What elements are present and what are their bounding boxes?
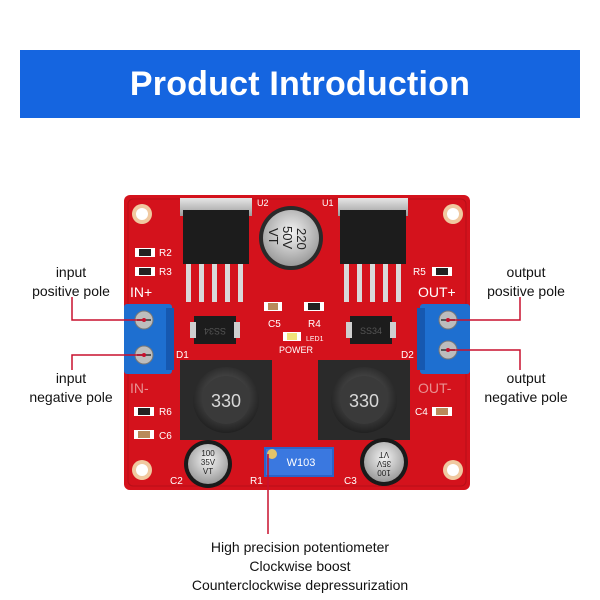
label-r5: R5	[413, 267, 426, 278]
label-r1: R1	[250, 476, 263, 487]
cap-c2-text-2: 35V	[201, 458, 216, 467]
power-led	[283, 332, 301, 341]
inductor-left-text: 330	[211, 391, 241, 411]
callout-potentiometer-line1: High precision potentiometer	[210, 539, 390, 555]
mounting-hole-bottom-left	[132, 460, 152, 480]
callout-output-negative: output negative pole	[470, 369, 582, 407]
banner-title: Product Introduction	[129, 64, 471, 103]
label-out-plus: OUT+	[418, 284, 456, 300]
cap-220-text-3: VT	[266, 228, 281, 245]
diode-d2-marking: SS34	[360, 326, 382, 336]
callout-output-positive-line1: output	[506, 264, 546, 280]
callout-line-out-neg	[448, 349, 521, 370]
callout-input-negative: input negative pole	[15, 369, 127, 407]
label-c6: C6	[159, 431, 172, 442]
callout-line-in-pos	[71, 297, 144, 321]
diode-d1: SS34	[190, 316, 240, 344]
cap-c3-text-2: 35V	[376, 459, 391, 468]
capacitor-c5	[264, 302, 282, 311]
label-r3: R3	[159, 267, 172, 278]
label-c3: C3	[344, 476, 357, 487]
cap-c3-text-3: VT	[379, 450, 389, 459]
callout-potentiometer-line3: Counterclockwise depressurization	[191, 577, 409, 593]
label-in-minus: IN-	[130, 380, 149, 396]
label-c4: C4	[415, 407, 428, 418]
capacitor-c4	[432, 407, 452, 416]
label-r4: R4	[308, 319, 321, 330]
resistor-r5	[432, 267, 452, 276]
regulator-u1	[338, 198, 408, 302]
inductor-left: 330	[180, 360, 272, 440]
label-power: POWER	[279, 345, 314, 355]
label-d1: D1	[176, 350, 189, 361]
label-c2: C2	[170, 476, 183, 487]
callout-output-positive-line2: positive pole	[487, 283, 565, 299]
title-banner: Product Introduction	[20, 50, 580, 118]
callout-potentiometer-line2: Clockwise boost	[249, 558, 351, 574]
label-d2: D2	[401, 350, 414, 361]
mounting-hole-bottom-right	[443, 460, 463, 480]
label-u1: U1	[322, 198, 334, 208]
resistor-r3	[135, 267, 155, 276]
inductor-right: 330	[318, 360, 410, 440]
output-terminal-block	[417, 304, 470, 374]
regulator-u2	[180, 198, 252, 302]
callout-output-negative-line2: negative pole	[484, 389, 568, 405]
callout-output-positive: output positive pole	[470, 263, 582, 301]
label-u2: U2	[257, 198, 269, 208]
diode-d2: SS34	[346, 316, 396, 344]
callout-input-negative-line2: negative pole	[29, 389, 113, 405]
label-out-minus: OUT-	[418, 380, 452, 396]
label-c5: C5	[268, 319, 281, 330]
potentiometer-w103: W103	[264, 447, 334, 477]
capacitor-220uf: 220 50V VT	[259, 206, 323, 270]
diode-d1-marking: SS34	[204, 326, 226, 336]
callout-line-out-pos	[448, 297, 521, 321]
label-led1: LED1	[306, 336, 324, 343]
label-r6: R6	[159, 407, 172, 418]
callout-lines	[71, 297, 521, 534]
label-r2: R2	[159, 248, 172, 259]
callout-potentiometer: High precision potentiometer Clockwise b…	[0, 538, 600, 595]
input-terminal-block	[124, 304, 174, 374]
cap-220-text-1: 220	[294, 228, 309, 250]
label-in-plus: IN+	[130, 284, 152, 300]
callout-input-positive-line1: input	[55, 264, 87, 280]
capacitor-c2: 100 35V VT	[184, 440, 232, 488]
pot-marking: W103	[287, 457, 316, 469]
capacitor-c3: 100 35V VT	[360, 438, 408, 486]
callout-input-positive-line2: positive pole	[32, 283, 110, 299]
cap-220-text-2: 50V	[280, 226, 295, 249]
mounting-hole-top-right	[443, 204, 463, 224]
callout-output-negative-line1: output	[506, 370, 546, 386]
resistor-r4	[304, 302, 324, 311]
callout-input-positive: input positive pole	[15, 263, 127, 301]
callout-input-negative-line1: input	[55, 370, 87, 386]
resistor-r6	[134, 407, 154, 416]
cap-c2-text-1: 100	[201, 449, 215, 458]
inductor-right-text: 330	[349, 391, 379, 411]
resistor-r2	[135, 248, 155, 257]
callout-line-in-neg	[71, 354, 144, 370]
cap-c3-text-1: 100	[377, 468, 391, 477]
cap-c2-text-3: VT	[203, 467, 213, 476]
mounting-hole-top-left	[132, 204, 152, 224]
capacitor-c6	[134, 430, 154, 439]
